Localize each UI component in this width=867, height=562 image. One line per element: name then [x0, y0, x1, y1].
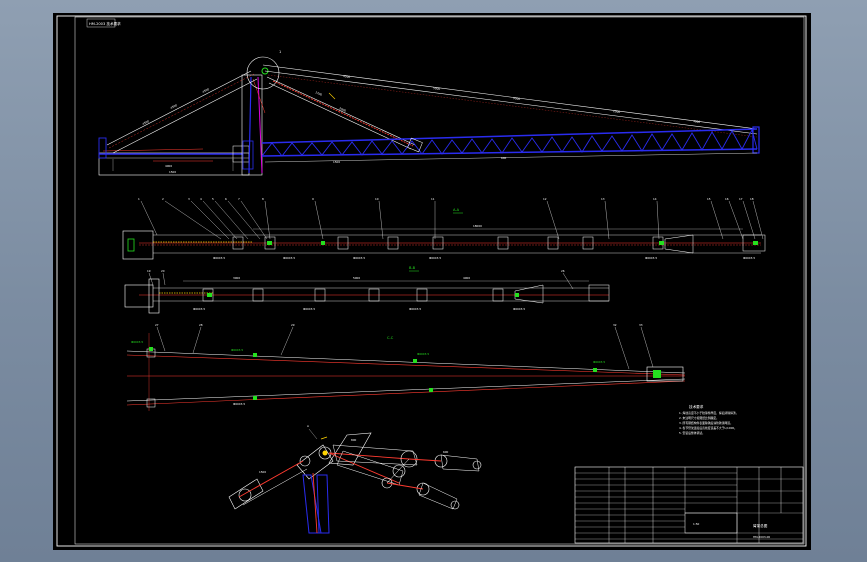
svg-text:Φ60X3.5: Φ60X3.5 — [743, 256, 755, 260]
technical-requirements: 技术要求 1. 焊缝高度不小于较薄件厚度，焊后清除焊渣。 2. 未注明尺寸按图纸… — [679, 404, 739, 435]
svg-text:11: 11 — [431, 197, 435, 201]
svg-text:4: 4 — [200, 197, 202, 201]
svg-text:Φ60X3.5: Φ60X3.5 — [193, 307, 205, 311]
svg-text:Φ60X3.5: Φ60X3.5 — [513, 307, 525, 311]
svg-text:10: 10 — [375, 197, 379, 201]
svg-text:Φ60X3.5: Φ60X3.5 — [417, 352, 429, 356]
svg-text:1500: 1500 — [333, 160, 340, 164]
chord-plan-view: 27 28 29 32 33 C-C Φ60X3.5 Φ60X3.5 Φ60X3… — [126, 323, 686, 411]
title-tag-box — [86, 18, 116, 28]
svg-text:Φ60X3.5: Φ60X3.5 — [233, 402, 245, 406]
labels-row1: 1 2 3 4 5 6 7 8 9 10 11 12 13 14 15 16 1… — [138, 197, 754, 201]
tower — [241, 74, 263, 176]
svg-text:4500: 4500 — [202, 87, 210, 94]
cad-drawing[interactable]: HM-2003 技术要求 4000 1500 1 4500 4500 4500 — [53, 13, 811, 550]
section-title-lower: B-B — [409, 266, 416, 270]
svg-text:1500: 1500 — [169, 170, 176, 174]
blue-truss — [261, 128, 758, 157]
svg-text:18000: 18000 — [473, 224, 482, 228]
svg-text:1700: 1700 — [315, 90, 323, 97]
cad-viewport[interactable]: HM-2003 技术要求 4000 1500 1 4500 4500 4500 — [53, 13, 811, 550]
svg-text:600: 600 — [443, 450, 449, 454]
project-name: 臂架总图 — [753, 523, 768, 528]
svg-text:6: 6 — [225, 197, 227, 201]
svg-text:4000: 4000 — [693, 119, 701, 124]
svg-text:C-C: C-C — [387, 336, 394, 340]
inner-frame — [74, 16, 805, 545]
svg-text:5000: 5000 — [433, 86, 441, 91]
callouts-row1: Φ60X3.5 Φ60X3.5 Φ60X3.5 Φ60X3.5 Φ60X3.5 … — [213, 256, 755, 260]
section-view-lower: B-B 3000 5000 4000 19 — [124, 266, 610, 314]
title-block — [574, 466, 804, 544]
svg-text:2: 2 — [162, 197, 164, 201]
svg-text:5: 5 — [212, 197, 214, 201]
svg-text:18: 18 — [750, 197, 754, 201]
svg-text:28: 28 — [199, 323, 203, 327]
svg-text:Φ60X3.5: Φ60X3.5 — [593, 360, 605, 364]
svg-text:1500: 1500 — [259, 470, 266, 474]
tech-notes-title: 技术要求 — [689, 404, 704, 409]
svg-text:3. 所有钢结构件表面除锈后涂防锈漆两道。: 3. 所有钢结构件表面除锈后涂防锈漆两道。 — [679, 421, 733, 425]
svg-text:15: 15 — [707, 197, 711, 201]
svg-text:Φ60X3.5: Φ60X3.5 — [213, 256, 225, 260]
svg-text:9000: 9000 — [513, 96, 521, 101]
svg-text:29: 29 — [291, 323, 295, 327]
drawing-number: HM-2003-00 — [753, 535, 770, 539]
svg-text:14: 14 — [653, 197, 657, 201]
svg-text:Φ60X3.5: Φ60X3.5 — [303, 307, 315, 311]
svg-text:32: 32 — [613, 323, 617, 327]
svg-text:2000: 2000 — [613, 109, 621, 114]
svg-text:12: 12 — [543, 197, 547, 201]
svg-text:4000: 4000 — [463, 276, 470, 280]
svg-text:26: 26 — [561, 269, 565, 273]
svg-text:Φ60X3.5: Φ60X3.5 — [645, 256, 657, 260]
leaders-row1 — [140, 200, 764, 240]
linkage-detail: 1500 800 600 A — [228, 424, 482, 534]
svg-text:5. 安装后整体调试。: 5. 安装后整体调试。 — [679, 431, 705, 435]
svg-text:19: 19 — [147, 269, 151, 273]
svg-text:2000: 2000 — [339, 106, 347, 113]
drawing-scale: 1:50 — [693, 522, 700, 526]
svg-text:16: 16 — [725, 197, 729, 201]
svg-text:Φ60X3.5: Φ60X3.5 — [283, 256, 295, 260]
svg-text:600: 600 — [501, 156, 507, 160]
svg-text:A: A — [307, 424, 309, 428]
svg-text:1. 焊缝高度不小于较薄件厚度，焊后清除焊渣。: 1. 焊缝高度不小于较薄件厚度，焊后清除焊渣。 — [679, 411, 739, 415]
svg-text:Φ60X3.5: Φ60X3.5 — [231, 348, 243, 352]
svg-text:Φ60X3.5: Φ60X3.5 — [409, 307, 421, 311]
inner-stay-chain — [272, 80, 414, 147]
svg-text:4. 各节臂架连接后直线度误差不大于L/1000。: 4. 各节臂架连接后直线度误差不大于L/1000。 — [679, 426, 737, 430]
section-view-upper: A-A 18000 — [122, 208, 766, 260]
title-tag: HM-2003 技术要求 — [89, 21, 121, 26]
svg-text:13: 13 — [601, 197, 605, 201]
svg-text:27: 27 — [155, 323, 159, 327]
svg-text:Φ60X3.5: Φ60X3.5 — [429, 256, 441, 260]
svg-text:4500: 4500 — [170, 103, 178, 110]
svg-text:1: 1 — [138, 197, 140, 201]
svg-text:7: 7 — [238, 197, 240, 201]
boom-top-chord — [262, 64, 758, 130]
svg-text:Φ60X3.5: Φ60X3.5 — [353, 256, 365, 260]
svg-text:1: 1 — [279, 50, 281, 54]
svg-text:3: 3 — [188, 197, 190, 201]
svg-text:17: 17 — [739, 197, 743, 201]
svg-text:4000: 4000 — [165, 164, 172, 168]
boom-elevation: 4000 1500 1 4500 4500 4500 4500 5000 900… — [98, 50, 760, 176]
svg-text:Φ60X3.5: Φ60X3.5 — [131, 340, 143, 344]
svg-text:5000: 5000 — [353, 276, 360, 280]
svg-text:2. 未注明尺寸按图纸比例确定。: 2. 未注明尺寸按图纸比例确定。 — [679, 416, 719, 420]
svg-text:9: 9 — [312, 197, 314, 201]
section-title-upper: A-A — [453, 208, 460, 212]
svg-text:800: 800 — [351, 438, 357, 442]
svg-text:3000: 3000 — [233, 276, 240, 280]
svg-text:20: 20 — [161, 269, 165, 273]
svg-text:8: 8 — [262, 197, 264, 201]
svg-text:4500: 4500 — [343, 74, 351, 79]
svg-text:33: 33 — [639, 323, 643, 327]
svg-text:4500: 4500 — [142, 119, 150, 126]
outer-frame — [56, 15, 807, 547]
